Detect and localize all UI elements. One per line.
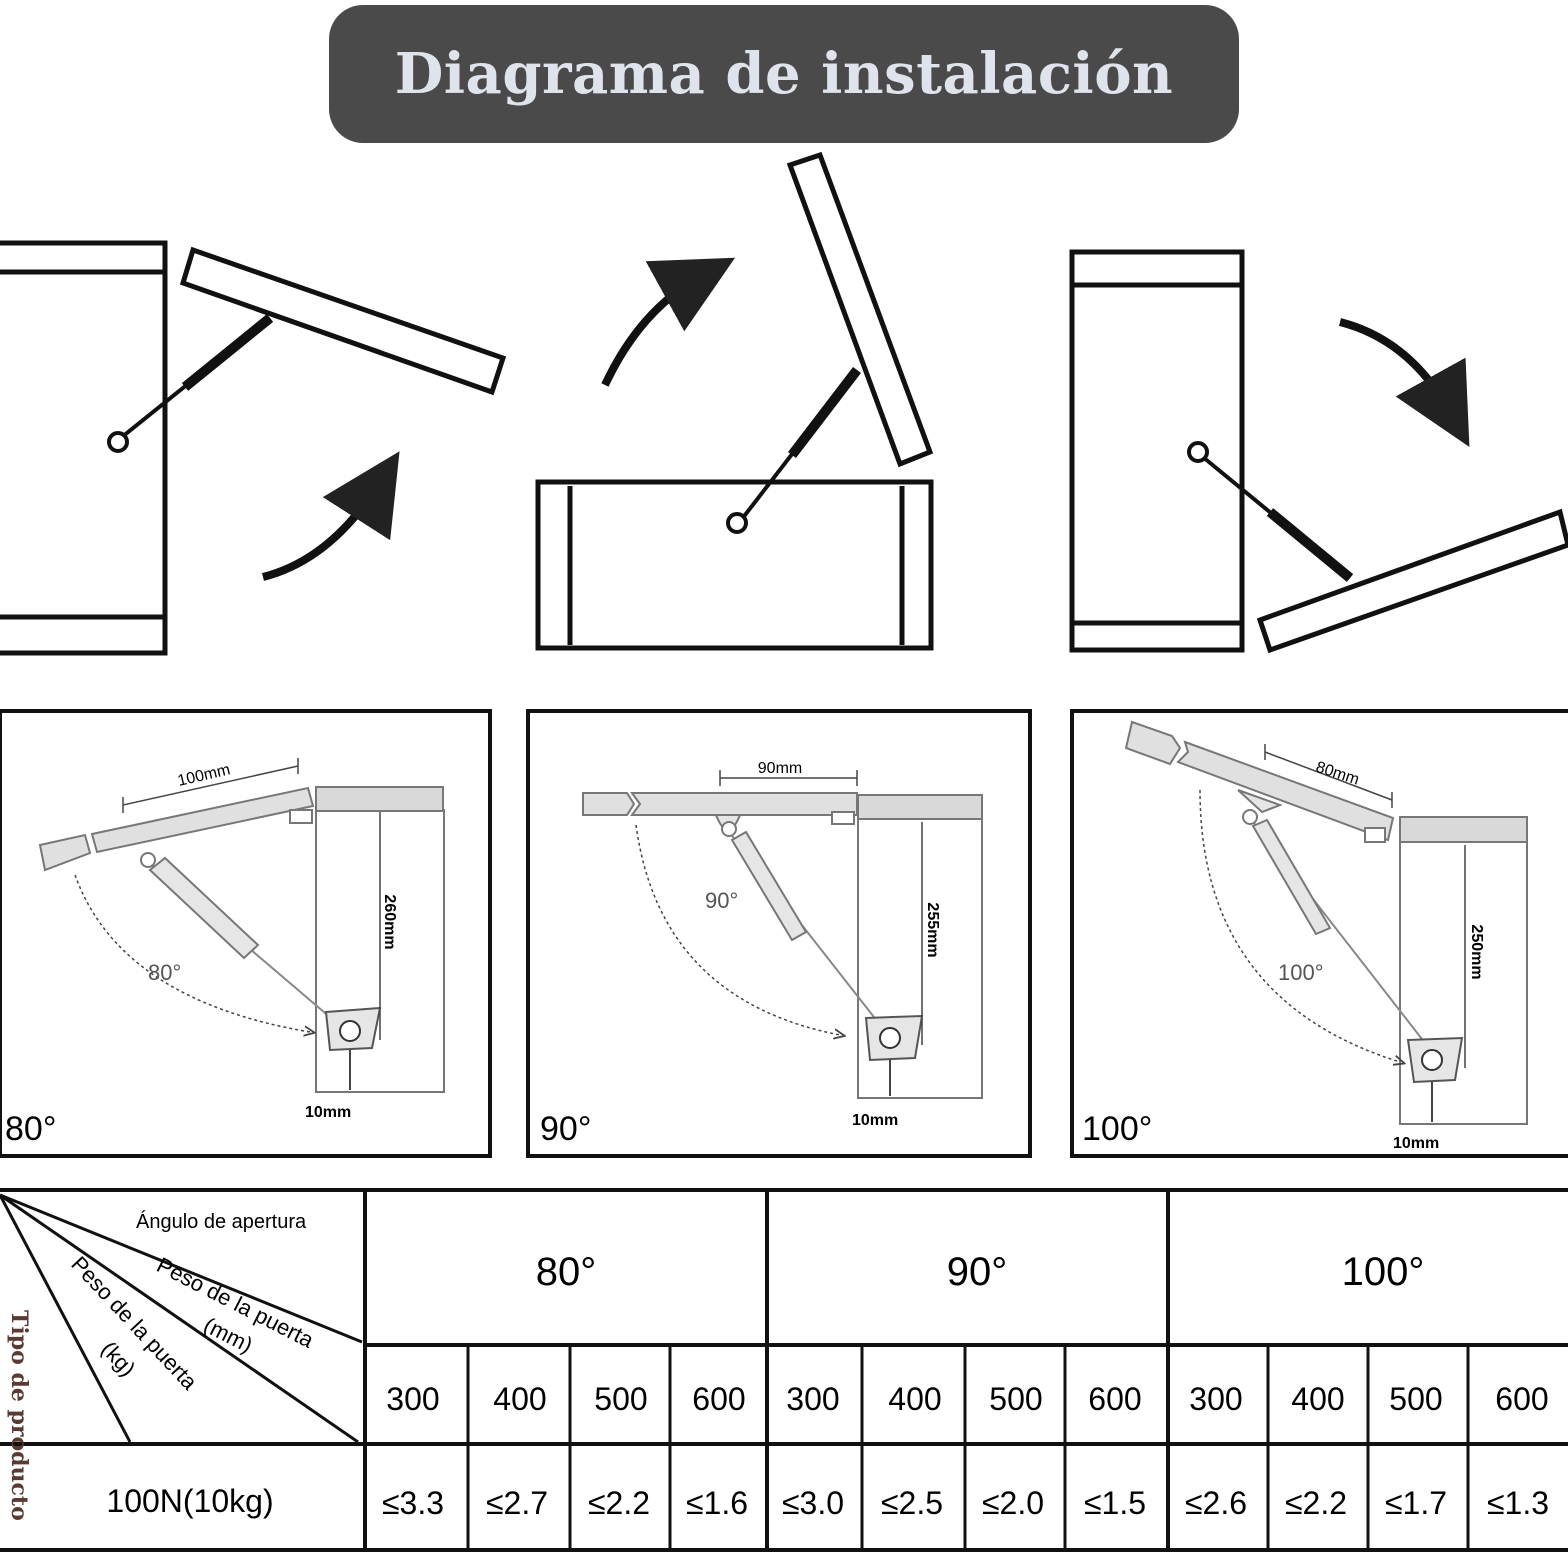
size-cell: 600 (692, 1381, 745, 1417)
panel-angle-label: 80° (5, 1110, 56, 1148)
title-banner: Diagrama de instalación (329, 5, 1239, 143)
height-dim-label: 260mm (381, 894, 398, 949)
offset-dim-label: 10mm (852, 1112, 898, 1129)
product-type-label: Tipo de producto (6, 1310, 32, 1521)
arc-angle-label: 80° (148, 960, 181, 985)
value-cell: ≤1.6 (686, 1485, 748, 1521)
panel-80: 100mm 260mm 80° 10mm 80° (0, 709, 492, 1158)
size-cell: 500 (1389, 1381, 1442, 1417)
size-cell: 300 (1189, 1381, 1242, 1417)
value-cell: ≤1.5 (1084, 1485, 1146, 1521)
angle-header-100: 100° (1342, 1250, 1425, 1294)
illustration-open-right (0, 240, 507, 656)
size-cell: 300 (786, 1381, 839, 1417)
offset-dim-label: 10mm (1393, 1135, 1439, 1152)
page-title: Diagrama de instalación (394, 41, 1174, 107)
size-cell: 400 (493, 1381, 546, 1417)
size-cell: 400 (1291, 1381, 1344, 1417)
value-cell: ≤1.3 (1487, 1485, 1549, 1521)
value-cell: ≤3.0 (782, 1485, 844, 1521)
size-cell: 600 (1088, 1381, 1141, 1417)
panel-angle-label: 90° (540, 1110, 591, 1148)
arc-angle-label: 100° (1278, 960, 1324, 985)
height-dim-label: 250mm (1468, 924, 1485, 979)
value-cell: ≤2.0 (982, 1485, 1044, 1521)
row-label: 100N(10kg) (106, 1483, 273, 1519)
arc-angle-label: 90° (705, 888, 738, 913)
size-cell: 500 (989, 1381, 1042, 1417)
size-cell: 500 (594, 1381, 647, 1417)
size-cell: 600 (1495, 1381, 1548, 1417)
value-cell: ≤2.2 (1285, 1485, 1347, 1521)
angle-header-80: 80° (536, 1250, 597, 1294)
value-cell: ≤2.2 (588, 1485, 650, 1521)
spec-table: Ángulo de apertura Peso de la puerta (mm… (0, 1188, 1568, 1552)
illustration-open-down (1069, 249, 1568, 654)
value-cell: ≤1.7 (1385, 1485, 1447, 1521)
angle-header-90: 90° (947, 1250, 1008, 1294)
offset-dim-label: 10mm (305, 1104, 351, 1121)
opening-angle-label: Ángulo de apertura (136, 1210, 307, 1233)
panel-100: 80mm 250mm 100° 10mm 100° (1070, 709, 1568, 1158)
value-cell: ≤3.3 (382, 1485, 444, 1521)
value-cell: ≤2.6 (1185, 1485, 1247, 1521)
size-cell: 400 (888, 1381, 941, 1417)
panel-angle-label: 100° (1082, 1110, 1152, 1148)
panel-90: 90mm 255mm 90° 10mm 90° (526, 709, 1032, 1158)
illustration-upright (535, 151, 934, 651)
door-weight-unit: (kg) (96, 1336, 140, 1381)
size-cell: 300 (386, 1381, 439, 1417)
height-dim-label: 255mm (924, 902, 941, 957)
value-cell: ≤2.7 (486, 1485, 548, 1521)
width-dim-label: 90mm (758, 760, 802, 777)
value-cell: ≤2.5 (881, 1485, 943, 1521)
